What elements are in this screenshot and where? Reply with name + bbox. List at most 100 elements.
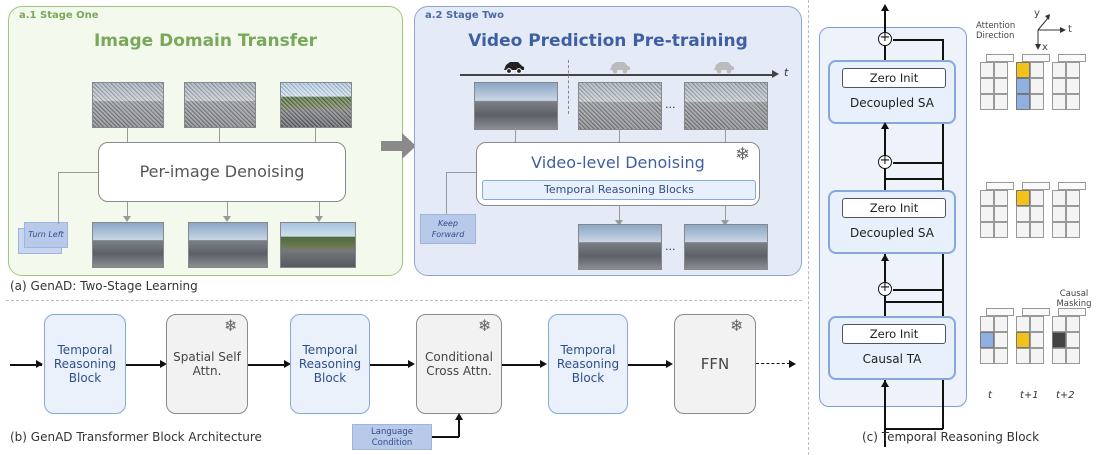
axis-y-label: y [1034, 8, 1040, 19]
connector [446, 172, 476, 173]
attention-cell [1030, 348, 1044, 364]
attention-cell [994, 222, 1008, 238]
attention-cell [1052, 332, 1066, 348]
noisy-image-1 [92, 82, 164, 128]
pipeline-line [502, 364, 544, 366]
attention-cell [1066, 78, 1080, 94]
attention-cell [980, 94, 994, 110]
attention-cell [1052, 78, 1066, 94]
attention-cell [1066, 62, 1080, 78]
attention-cell [980, 316, 994, 332]
attention-cell [1052, 348, 1066, 364]
attention-cell [1030, 316, 1044, 332]
attention-cell [994, 94, 1008, 110]
connector [127, 126, 128, 142]
snowflake-icon: ❄ [478, 316, 492, 335]
pipeline-block-trb-1: Temporal Reasoning Block [44, 314, 126, 414]
stage-two-tag: a.2 Stage Two [425, 10, 504, 21]
pipeline-arrow [408, 360, 415, 368]
attention-cell [994, 78, 1008, 94]
noisy-image-3 [280, 82, 352, 128]
axis-t-label: t [1068, 24, 1072, 35]
pipeline-arrow [284, 360, 291, 368]
trb-unit-causal-ta: Zero Init Causal TA [828, 316, 956, 380]
caption-b: (b) GenAD Transformer Block Architecture [10, 430, 262, 444]
predicted-frame-1 [578, 224, 662, 270]
zero-init-label: Zero Init [842, 198, 946, 218]
pipeline-arrow [666, 360, 673, 368]
pipeline-block-trb-3: Temporal Reasoning Block [548, 314, 628, 414]
car-icon-faded [610, 62, 630, 74]
stage-one-tag: a.1 Stage One [19, 10, 99, 21]
attention-cell [980, 190, 994, 206]
attention-cell [1052, 190, 1066, 206]
attention-cell [1016, 206, 1030, 222]
attention-cell-depth [986, 308, 1014, 316]
attention-cell [1016, 316, 1030, 332]
pipeline-block-ffn: FFN [674, 314, 756, 414]
snowflake-icon: ❄ [735, 144, 751, 165]
attention-cell [1016, 348, 1030, 364]
language-condition: Language Condition [352, 424, 432, 450]
clean-image-2 [188, 222, 268, 268]
skip-connection [884, 428, 943, 430]
arrow-down [721, 220, 729, 226]
per-image-denoising-box: Per-image Denoising [98, 142, 346, 202]
pipeline-line [628, 364, 670, 366]
attention-cell-depth [1058, 308, 1086, 316]
predicted-frame-2 [684, 224, 768, 270]
trb-unit-label: Decoupled SA [850, 226, 934, 240]
connector [127, 202, 128, 218]
attention-cell [1016, 62, 1030, 78]
section-separator-vertical [808, 0, 809, 455]
keep-forward-condition: Keep Forward [420, 214, 476, 244]
attention-cell [980, 332, 994, 348]
turn-left-condition: Turn Left [24, 222, 68, 248]
connector [315, 126, 316, 142]
arrow-down [223, 216, 231, 222]
trb-unit-decoupled-sa-1: Zero Init Decoupled SA [828, 60, 956, 124]
time-axis-arrow [772, 70, 779, 78]
attention-cell [1052, 206, 1066, 222]
skip-connection [884, 178, 943, 180]
time-label: t [988, 390, 992, 401]
car-icon-faded [714, 62, 734, 74]
pipeline-line [248, 364, 288, 366]
attention-cell [980, 206, 994, 222]
skip-connection [893, 162, 943, 164]
connector [725, 128, 726, 142]
snowflake-icon: ❄ [224, 316, 238, 335]
attention-cell [1016, 94, 1030, 110]
attention-cell [1030, 78, 1044, 94]
attention-cell-depth [1058, 54, 1086, 62]
attention-cell [980, 348, 994, 364]
timeline-divider [568, 60, 569, 114]
attention-cell [1052, 62, 1066, 78]
connector [619, 128, 620, 142]
axes-icon [1035, 14, 1066, 50]
attention-cell [1016, 222, 1030, 238]
attention-cell [1066, 206, 1080, 222]
stage-transition-arrow-head [402, 133, 416, 159]
caption-c: (c) Temporal Reasoning Block [862, 430, 1040, 444]
connector [58, 172, 59, 224]
video-denoising-label: Video-level Denoising [531, 153, 705, 172]
skip-connection [884, 301, 943, 303]
connector [227, 202, 228, 218]
condition-line [432, 436, 459, 438]
time-label: t+2 [1056, 390, 1075, 401]
trb-unit-label: Causal TA [862, 352, 922, 366]
causal-masking-label: Causal Masking [1056, 289, 1092, 309]
trb-output-arrow [881, 4, 889, 11]
pipeline-arrow [160, 360, 167, 368]
arrow-down [123, 216, 131, 222]
context-frame [474, 82, 558, 130]
attention-cell [1052, 316, 1066, 332]
pipeline-line [370, 364, 412, 366]
attention-cell [994, 190, 1008, 206]
attention-cell [994, 62, 1008, 78]
attention-cell [994, 316, 1008, 332]
attention-cell [1030, 62, 1044, 78]
per-image-denoising-label: Per-image Denoising [139, 162, 305, 181]
connector [619, 206, 620, 222]
